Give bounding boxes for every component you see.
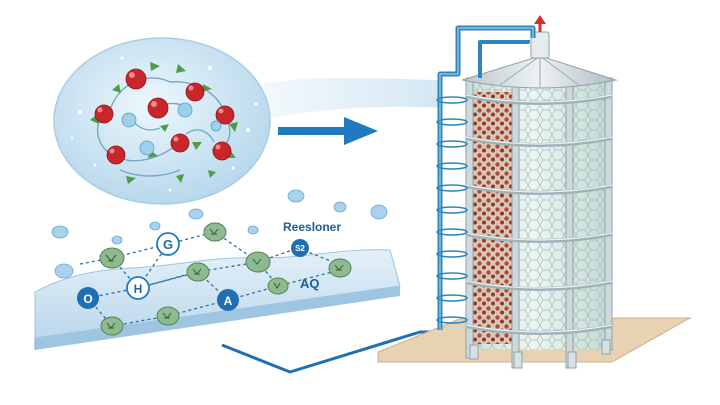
node-s2: S2 (291, 239, 309, 257)
svg-text:H: H (134, 282, 143, 296)
substrate-panel (34, 249, 401, 350)
light-beam (228, 77, 440, 124)
svg-text:A: A (224, 294, 233, 308)
blue-molecules (121, 102, 222, 156)
heating-coil (436, 96, 468, 324)
node-a: A (217, 289, 239, 311)
label-reesloner: Reesloner (283, 220, 341, 234)
svg-text:O: O (83, 292, 92, 306)
label-aq: AQ (300, 276, 320, 291)
right-arrow-icon (278, 117, 378, 145)
node-h: H (126, 276, 150, 300)
molecule-bubble (53, 37, 271, 205)
cluster-marks (105, 228, 344, 329)
tower-roof (461, 55, 618, 89)
node-o: O (77, 287, 99, 309)
node-g: G (156, 232, 180, 256)
feed-pipes (437, 25, 536, 330)
svg-text:S2: S2 (295, 244, 305, 253)
red-molecule-highlights (97, 72, 224, 154)
up-arrow-icon (534, 15, 546, 32)
green-clusters (99, 222, 352, 336)
water-droplets (51, 189, 388, 279)
filtration-tower (377, 15, 692, 369)
catalyst-leaves (90, 62, 238, 184)
svg-text:G: G (163, 237, 173, 252)
